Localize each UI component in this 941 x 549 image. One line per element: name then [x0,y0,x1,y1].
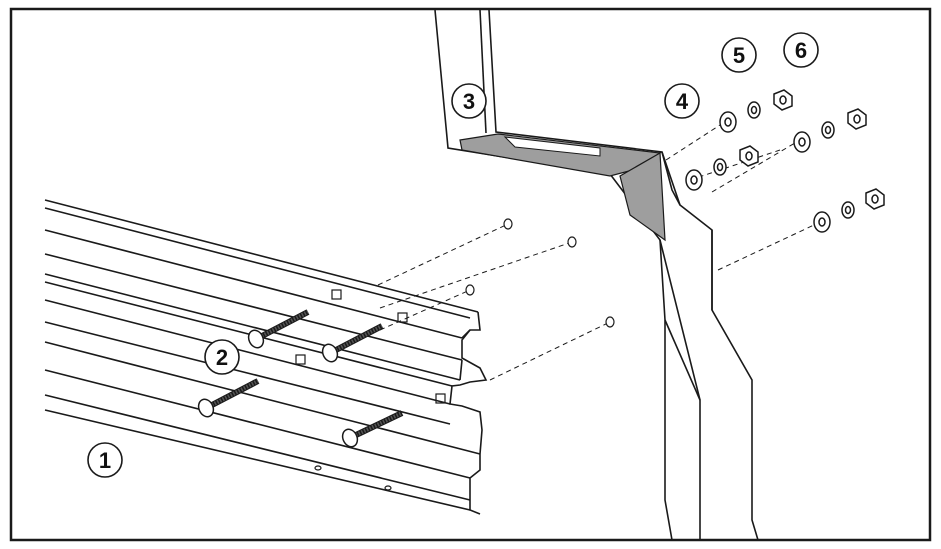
drill-hole [503,218,513,230]
drill-hole [465,284,475,296]
callout-3: 3 [451,83,487,119]
svg-text:4: 4 [676,89,689,114]
svg-text:6: 6 [795,38,807,63]
mounting-bracket [434,9,759,541]
svg-text:1: 1 [99,448,111,473]
carriage-bolt [247,309,310,349]
fastener-set [685,89,885,233]
svg-text:3: 3 [463,89,475,114]
callout-6: 6 [783,32,819,68]
carriage-bolt [341,410,404,448]
diagram-frame [9,7,932,542]
carriage-bolt [321,323,384,363]
bolt-slot [397,312,408,323]
bracket-shelf-slot [503,136,601,157]
callout-1: 1 [87,442,123,478]
carriage-bolt [197,378,260,418]
bolt-slot [295,354,306,365]
svg-text:2: 2 [216,345,228,370]
assembly-guide-lines [377,124,815,381]
rail-hole [314,465,322,471]
aluminium-rail [44,199,488,515]
drill-hole [605,316,615,328]
drill-hole [567,236,577,248]
callout-5: 5 [721,37,757,73]
bolt-slot [435,393,446,404]
bolt-slot [331,289,342,300]
callout-2: 2 [204,339,240,375]
svg-text:5: 5 [733,43,745,68]
rail-hole [384,485,392,491]
bracket-gusset-shade [619,151,666,242]
callout-4: 4 [664,83,700,119]
